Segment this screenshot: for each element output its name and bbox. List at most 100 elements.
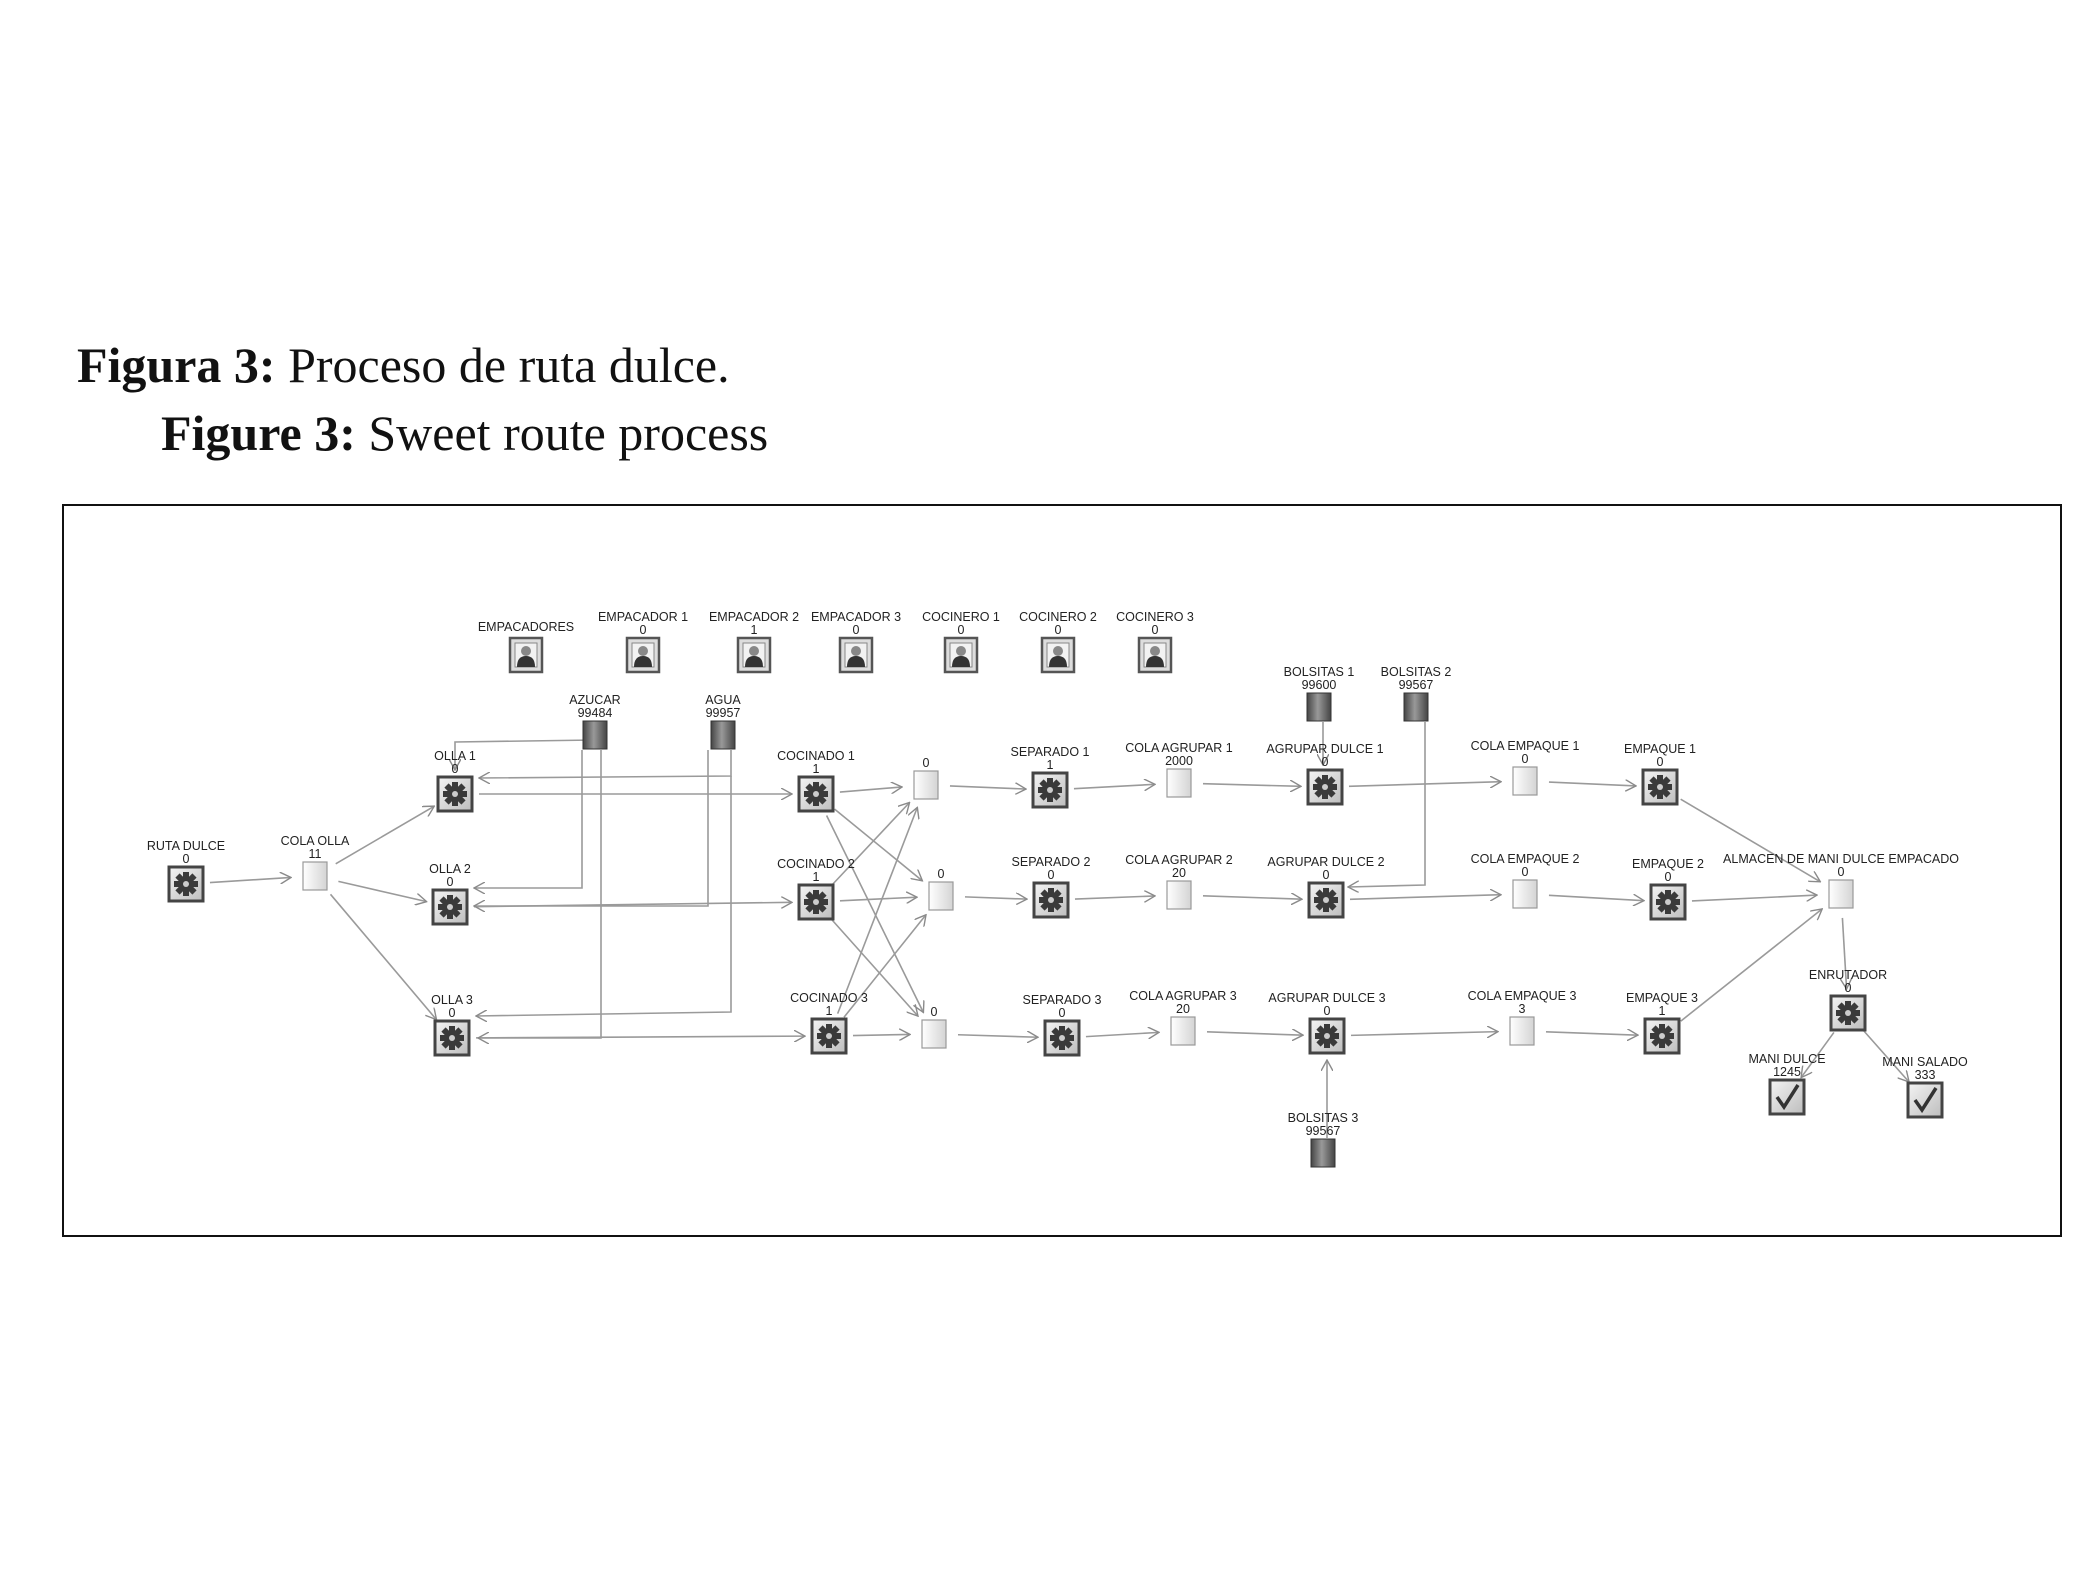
node-label: EMPAQUE 2 [1632, 857, 1704, 871]
edge-enrutador-to-mani_dulce [1801, 1031, 1835, 1077]
queue-icon [1828, 879, 1854, 909]
node-value: 11 [309, 847, 322, 861]
checkmark [1775, 1084, 1800, 1111]
node-label: EMPACADOR 1 [598, 610, 688, 624]
inventory-icon [1306, 692, 1332, 722]
edge-cola_agrupar1-to-agrupar1 [1202, 784, 1301, 787]
node-value: 99567 [1306, 1124, 1341, 1138]
caption-english: Figure 3: Sweet route process [161, 404, 768, 462]
node-value: 0 [1323, 868, 1330, 882]
node-q2[interactable]: 0 [928, 867, 954, 911]
queue-icon [921, 1019, 947, 1049]
node-value: 0 [1845, 981, 1852, 995]
node-label: ENRUTADOR [1809, 968, 1887, 982]
node-value: 1 [813, 870, 820, 884]
edge-cocinado1-to-q3 [825, 815, 924, 1013]
gear-glyph [440, 1026, 464, 1050]
gear-glyph [1656, 890, 1680, 914]
node-value: 1245 [1773, 1065, 1801, 1079]
node-value: 0 [1838, 865, 1845, 879]
edge-cocinado2-to-q1 [831, 802, 909, 886]
node-label: EMPAQUE 3 [1626, 991, 1698, 1005]
node-label: OLLA 3 [431, 993, 473, 1007]
node-value: 0 [449, 1006, 456, 1020]
node-value: 0 [1522, 865, 1529, 879]
node-label: AGRUPAR DULCE 1 [1266, 742, 1383, 756]
node-value: 0 [1324, 1004, 1331, 1018]
gear-glyph [1313, 775, 1337, 799]
node-label: MANI SALADO [1882, 1055, 1968, 1069]
caption-es-label: Figura 3: [77, 337, 276, 393]
person-icon [625, 636, 661, 674]
node-label: SEPARADO 1 [1011, 745, 1090, 759]
node-value: 0 [1048, 868, 1055, 882]
node-q1[interactable]: 0 [913, 756, 939, 800]
person-icon [1040, 636, 1076, 674]
node-q3[interactable]: 0 [921, 1005, 947, 1049]
node-label: BOLSITAS 2 [1381, 665, 1452, 679]
node-value: 0 [1059, 1006, 1066, 1020]
node-value: 99484 [578, 706, 613, 720]
edge-cocinado3-to-q3 [852, 1034, 910, 1035]
queue-icon [1166, 880, 1192, 910]
node-value: 0 [1055, 623, 1062, 637]
node-value: 3 [1519, 1002, 1526, 1016]
edge-agrupar2-to-cola_empaque2 [1349, 895, 1501, 900]
gear-glyph [438, 895, 462, 919]
caption-en-text: Sweet route process [355, 405, 769, 461]
node-label: COCINADO 1 [777, 749, 855, 763]
edge-agrupar3-to-cola_empaque3 [1350, 1032, 1498, 1036]
inventory-icon [710, 720, 736, 750]
node-label: AGRUPAR DULCE 2 [1267, 855, 1384, 869]
person-icon [736, 636, 772, 674]
gear-glyph [1038, 778, 1062, 802]
edge-almacen-to-enrutador [1842, 917, 1846, 989]
node-value: 1 [813, 762, 820, 776]
node-label: COLA EMPAQUE 3 [1468, 989, 1577, 1003]
edge-separado2-to-cola_agrupar2 [1074, 896, 1155, 899]
edge-separado3-to-cola_agrupar3 [1085, 1032, 1159, 1036]
node-value: 0 [938, 867, 945, 881]
gear-glyph [1314, 888, 1338, 912]
node-empacadores[interactable]: EMPACADORES [478, 620, 574, 674]
